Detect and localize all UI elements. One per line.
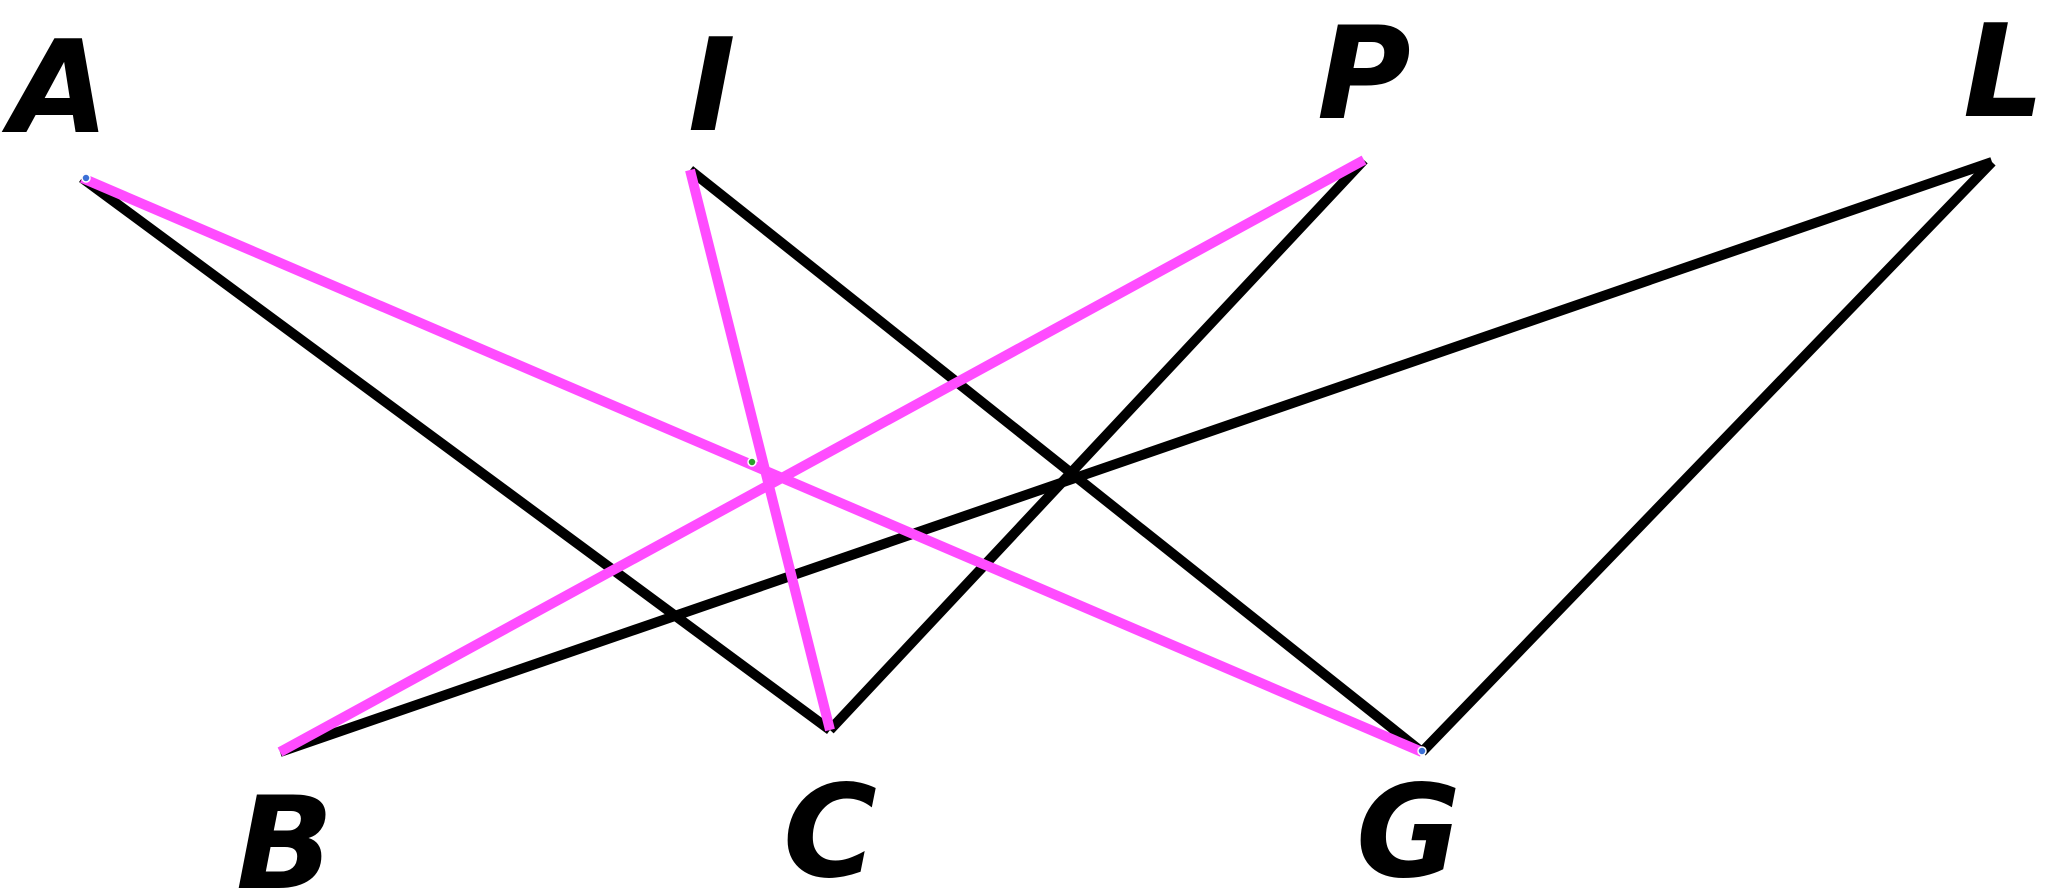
node-label-l: L [1963,0,2045,147]
edge-p-c [826,156,1368,734]
highlighted-edge-i-c [685,168,835,732]
node-label-i: I [688,12,736,161]
edge-a-c [79,173,833,735]
node-label-b: B [236,770,334,896]
black-edges-group [79,156,1996,757]
node-label-g: G [1356,758,1461,896]
edge-l-g [1418,158,1996,756]
center-marker [747,457,757,467]
node-label-a: A [1,14,109,163]
markers-group [81,173,1427,756]
edge-l-b [278,157,1994,757]
highlighted-edge-p-b [277,155,1367,757]
node-label-c: C [783,758,877,896]
edge-i-g [686,166,1426,756]
endpoint-marker-g [1417,746,1427,756]
node-label-p: P [1317,0,1411,149]
endpoint-marker-a [81,173,91,183]
